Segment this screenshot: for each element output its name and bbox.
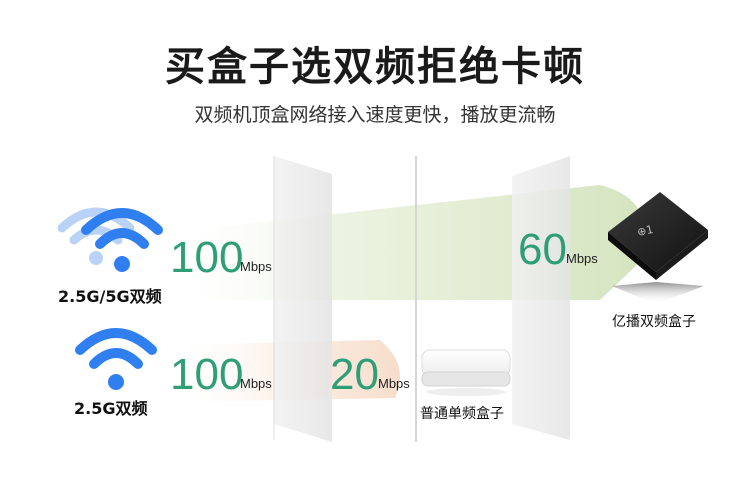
bottom-start-unit: Mbps	[240, 376, 272, 391]
top-end-speed: 60	[518, 225, 567, 274]
page-subtitle: 双频机顶盒网络接入速度更快，播放更流畅	[194, 104, 556, 126]
white-tv-box-icon	[421, 349, 511, 396]
wifi-dual-icon	[57, 207, 163, 272]
svg-text:⊕1: ⊕1	[636, 223, 655, 239]
white-box-label: 普通单频盒子	[420, 406, 504, 422]
black-box-label: 亿播双频盒子	[612, 314, 696, 330]
bottom-start-speed: 100	[170, 350, 244, 399]
glass-panel-1	[274, 156, 332, 442]
wifi-label-dual: 2.5G/5G双频	[58, 287, 162, 306]
page-title: 买盒子选双频拒绝卡顿	[165, 44, 585, 90]
bottom-end-speed: 20	[330, 350, 379, 399]
top-end-unit: Mbps	[566, 251, 598, 266]
wifi-label-single: 2.5G双频	[74, 399, 148, 418]
wifi-single-icon	[75, 328, 157, 390]
black-tv-box-icon: ⊕1	[608, 192, 708, 304]
bottom-end-unit: Mbps	[378, 376, 410, 391]
top-start-unit: Mbps	[240, 259, 272, 274]
glass-panel-3	[512, 156, 570, 440]
top-start-speed: 100	[170, 233, 244, 282]
